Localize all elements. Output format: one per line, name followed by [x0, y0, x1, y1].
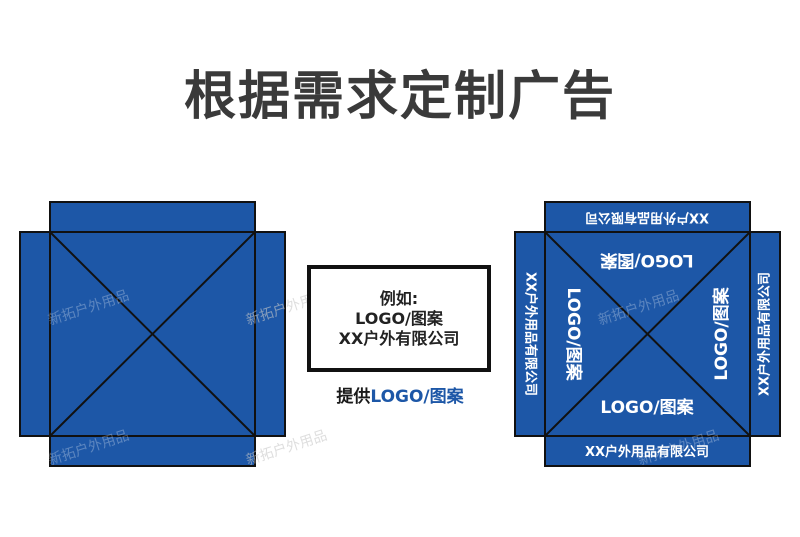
flap-left [19, 231, 51, 437]
printed-canopy: XX户外用品有限公司 XX户外用品有限公司 XX户外用品有限公司 XX户外用品有… [514, 201, 781, 467]
flap-text-top: XX户外用品有限公司 [585, 210, 709, 226]
example-line: XX户外有限公司 [338, 328, 460, 348]
provide-accent: LOGO/图案 [370, 387, 464, 407]
example-line: LOGO/图案 [355, 308, 443, 328]
example-line: 例如: [379, 288, 419, 308]
flap-text-left: XX户外用品有限公司 [523, 272, 539, 396]
flap-text-right: XX户外用品有限公司 [757, 272, 773, 396]
provide-caption: 提供LOGO/图案 [300, 382, 500, 407]
example-box: 例如: LOGO/图案 XX户外有限公司 [307, 265, 491, 372]
flap-text-bottom: XX户外用品有限公司 [585, 444, 709, 460]
page-title: 根据需求定制广告 [183, 67, 616, 127]
diagonal [49, 231, 256, 437]
logo-text-left: LOGO/图案 [563, 287, 584, 381]
flap-top [49, 201, 256, 233]
provide-prefix: 提供 [336, 387, 371, 407]
diagonal [544, 231, 751, 437]
logo-text-top: LOGO/图案 [599, 250, 693, 271]
plain-canopy [19, 201, 286, 467]
logo-text-bottom: LOGO/图案 [600, 397, 694, 418]
flap-top [544, 201, 751, 233]
flap-right [254, 231, 286, 437]
logo-text-right: LOGO/图案 [711, 286, 732, 380]
